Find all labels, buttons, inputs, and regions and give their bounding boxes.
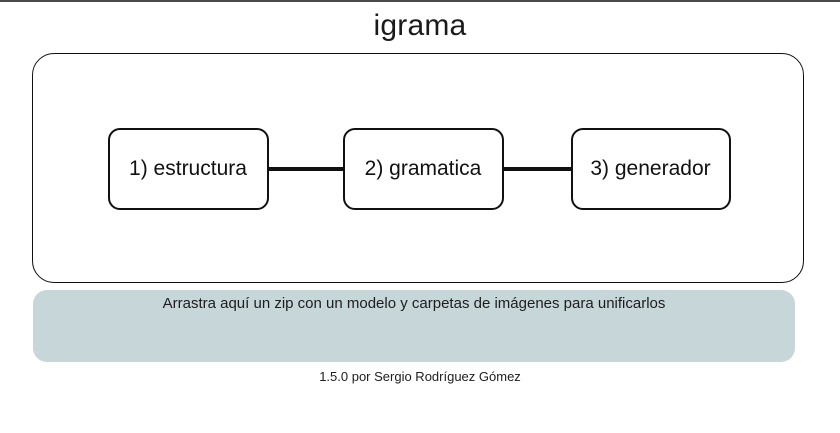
pipeline-flow-row: 1) estructura 2) gramatica 3) generador <box>33 54 805 284</box>
pipeline-stage-gramatica[interactable]: 2) gramatica <box>342 128 504 210</box>
pipeline-panel: 1) estructura 2) gramatica 3) generador <box>32 53 804 283</box>
pipeline-stage-generador[interactable]: 3) generador <box>570 128 731 210</box>
file-drop-zone[interactable]: Arrastra aquí un zip con un modelo y car… <box>33 290 795 362</box>
page-title: igrama <box>373 9 467 42</box>
pipeline-stage-label: 1) estructura <box>129 157 247 180</box>
file-drop-zone-instruction: Arrastra aquí un zip con un modelo y car… <box>162 295 666 312</box>
pipeline-stage-label: 3) generador <box>590 157 711 180</box>
pipeline-stage-estructura[interactable]: 1) estructura <box>107 128 269 210</box>
pipeline-connector-1 <box>268 167 343 171</box>
footer-version-credit: 1.5.0 por Sergio Rodríguez Gómez <box>319 369 521 384</box>
window-top-border <box>0 0 840 2</box>
pipeline-connector-2 <box>503 167 571 171</box>
pipeline-stage-label: 2) gramatica <box>364 157 482 180</box>
